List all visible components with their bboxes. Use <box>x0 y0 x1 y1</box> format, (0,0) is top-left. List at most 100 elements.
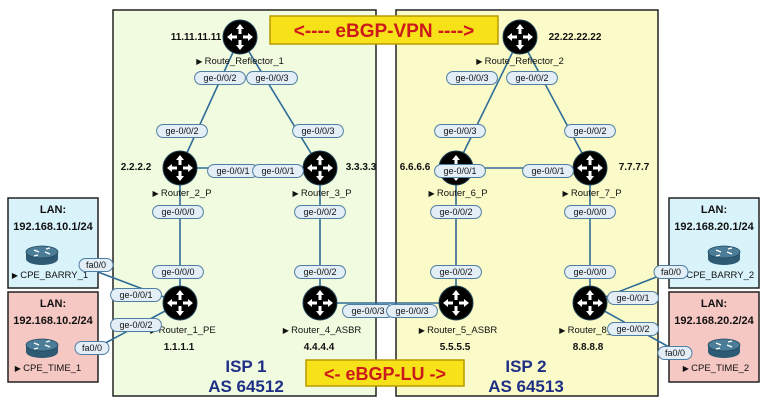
r2-label: ▶ Router_2_P <box>152 188 211 199</box>
r5-label: ▶ Router_5_ASBR <box>419 325 498 336</box>
port-cpe_barry_1-to-r1: fa0/0 <box>78 258 114 272</box>
lan-box-cpe-barry-1 <box>7 197 99 289</box>
r8-arrows-icon <box>577 290 603 316</box>
port-r3-to-r2: ge-0/0/1 <box>252 164 304 178</box>
port-r2-to-rr1: ge-0/0/2 <box>156 124 208 138</box>
port-r4-to-r5-text: ge-0/0/3 <box>351 306 384 316</box>
r6-loopback-ip: 6.6.6.6 <box>400 162 431 173</box>
ebgp-vpn-banner: <---- eBGP-VPN ----> <box>269 15 499 45</box>
cpe_barry_1-expand-icon: ▶ <box>12 271 20 280</box>
ebgp-lu-label: <- eBGP-LU -> <box>324 364 446 384</box>
port-cpe_time_2-to-r8-text: fa0/0 <box>665 348 685 358</box>
r5-arrows-icon <box>443 290 469 316</box>
port-r5-to-r4-text: ge-0/0/3 <box>395 306 428 316</box>
port-cpe_barry_2-to-r8: fa0/0 <box>653 265 689 279</box>
cpe_barry_1-label: ▶ CPE_BARRY_1 <box>12 270 88 281</box>
rr2-router-icon[interactable] <box>502 19 538 55</box>
cpe_time_1-expand-icon: ▶ <box>15 364 23 373</box>
cpe_barry_2-lan-subnet: 192.168.20.1/24 <box>674 221 754 233</box>
node-r2[interactable]: ▶ Router_2_P2.2.2.2 <box>121 150 212 199</box>
port-r5-to-r4: ge-0/0/3 <box>386 304 438 318</box>
port-r4-to-r3: ge-0/0/2 <box>294 265 346 279</box>
r5-router-icon[interactable] <box>438 285 474 321</box>
node-r8[interactable]: ▶ Router_8_PE8.8.8.8 <box>559 285 625 353</box>
port-r3-to-rr1-text: ge-0/0/3 <box>301 126 334 136</box>
ebgp-vpn-banner-box <box>269 15 499 45</box>
port-r3-to-r4-text: ge-0/0/2 <box>303 207 336 217</box>
ebgp-lu-banner: <- eBGP-LU -> <box>305 359 465 387</box>
node-rr2[interactable]: ▶ Route_Reflector_222.22.22.22 <box>476 19 602 67</box>
port-rr2-to-r7: ge-0/0/2 <box>506 71 558 85</box>
isp1-name: ISP 1 <box>225 357 266 376</box>
cpe_barry_2-label: ▶ CPE_BARRY_2 <box>678 270 754 281</box>
isp2-as: AS 64513 <box>488 377 564 396</box>
port-r7-to-r8-text: ge-0/0/0 <box>573 207 606 217</box>
r6-expand-icon: ▶ <box>428 189 436 198</box>
port-cpe_barry_2-to-r8-text: fa0/0 <box>661 267 681 277</box>
r4-label: ▶ Router_4_ASBR <box>283 325 362 336</box>
cpe_time_2-cpe-router-icon[interactable] <box>707 338 741 358</box>
r7-loopback-ip: 7.7.7.7 <box>619 162 650 173</box>
r8-router-icon[interactable] <box>572 285 608 321</box>
port-cpe_time_1-to-r1-text: fa0/0 <box>82 343 102 353</box>
r3-arrows-icon <box>307 155 333 181</box>
port-rr2-to-r6: ge-0/0/3 <box>446 71 498 85</box>
port-r1-to-r2-text: ge-0/0/0 <box>161 267 194 277</box>
lan-box-cpe-time-1 <box>7 291 99 383</box>
r1-arrows-icon <box>167 290 193 316</box>
ebgp-vpn-label: <---- eBGP-VPN ----> <box>294 21 475 42</box>
link-rr1-r2 <box>179 36 241 169</box>
rr1-label: ▶ Route_Reflector_1 <box>196 56 284 67</box>
port-r3-to-rr1: ge-0/0/3 <box>292 124 344 138</box>
cpe_time_2-lan-title: LAN: <box>701 298 727 310</box>
rr2-label: ▶ Route_Reflector_2 <box>476 56 564 67</box>
cpe_barry_1-cpe-router-icon[interactable] <box>25 245 59 265</box>
r1-loopback-ip: 1.1.1.1 <box>164 342 195 353</box>
port-r4-to-r3-text: ge-0/0/2 <box>303 267 336 277</box>
cpe_time_1-label: ▶ CPE_TIME_1 <box>15 363 81 374</box>
cpe_time_1-lan-subnet: 192.168.10.2/24 <box>13 315 93 327</box>
port-r6-to-r5: ge-0/0/2 <box>430 205 482 219</box>
isp1-region <box>112 9 377 397</box>
port-r1-to-r2: ge-0/0/0 <box>152 265 204 279</box>
node-rr1[interactable]: ▶ Route_Reflector_111.11.11.11 <box>171 19 284 67</box>
r3-loopback-ip: 3.3.3.3 <box>346 162 377 173</box>
r4-router-icon[interactable] <box>302 285 338 321</box>
r2-router-icon[interactable] <box>162 150 198 186</box>
cpe_barry_2-cpe-router-icon[interactable] <box>707 245 741 265</box>
port-r8-to-cpe_barry_2: ge-0/0/1 <box>607 291 659 305</box>
port-r6-to-r5-text: ge-0/0/2 <box>439 207 472 217</box>
rr1-router-icon[interactable] <box>222 19 258 55</box>
port-r8-to-cpe_time_2: ge-0/0/2 <box>607 322 659 336</box>
port-r1-to-cpe_barry_1: ge-0/0/1 <box>110 288 162 302</box>
port-rr1-to-r3: ge-0/0/3 <box>246 71 298 85</box>
port-r2-to-r1: ge-0/0/0 <box>152 205 204 219</box>
port-r5-to-r6: ge-0/0/2 <box>430 265 482 279</box>
port-r5-to-r6-text: ge-0/0/2 <box>439 267 472 277</box>
isp1-as: AS 64512 <box>208 377 284 396</box>
port-r4-to-r5: ge-0/0/3 <box>342 304 394 318</box>
ports-layer: ge-0/0/2 ge-0/0/2 ge-0/0/3 ge-0/0/3 ge-0/0/1… <box>74 71 693 360</box>
r4-arrows-icon <box>307 290 333 316</box>
r2-arrows-icon <box>167 155 193 181</box>
cpe_time_1-cpe-router-icon[interactable] <box>25 338 59 358</box>
r5-expand-icon: ▶ <box>419 326 427 335</box>
port-cpe_time_2-to-r8: fa0/0 <box>657 346 693 360</box>
cpe_barry_2-lan-title: LAN: <box>701 204 727 216</box>
port-r6-to-r7-text: ge-0/0/1 <box>443 166 476 176</box>
isp2-region <box>395 9 659 397</box>
lan-box-cpe-time-2 <box>668 291 760 383</box>
rr1-arrows-icon <box>227 24 253 50</box>
r2-expand-icon: ▶ <box>152 189 160 198</box>
r1-router-icon[interactable] <box>162 285 198 321</box>
r7-label: ▶ Router_7_P <box>562 188 621 199</box>
node-r7[interactable]: ▶ Router_7_P 7.7.7.7 <box>562 150 650 199</box>
cpe_time_2-label: ▶ CPE_TIME_2 <box>683 363 749 374</box>
port-rr1-to-r2-text: ge-0/0/2 <box>203 73 236 83</box>
